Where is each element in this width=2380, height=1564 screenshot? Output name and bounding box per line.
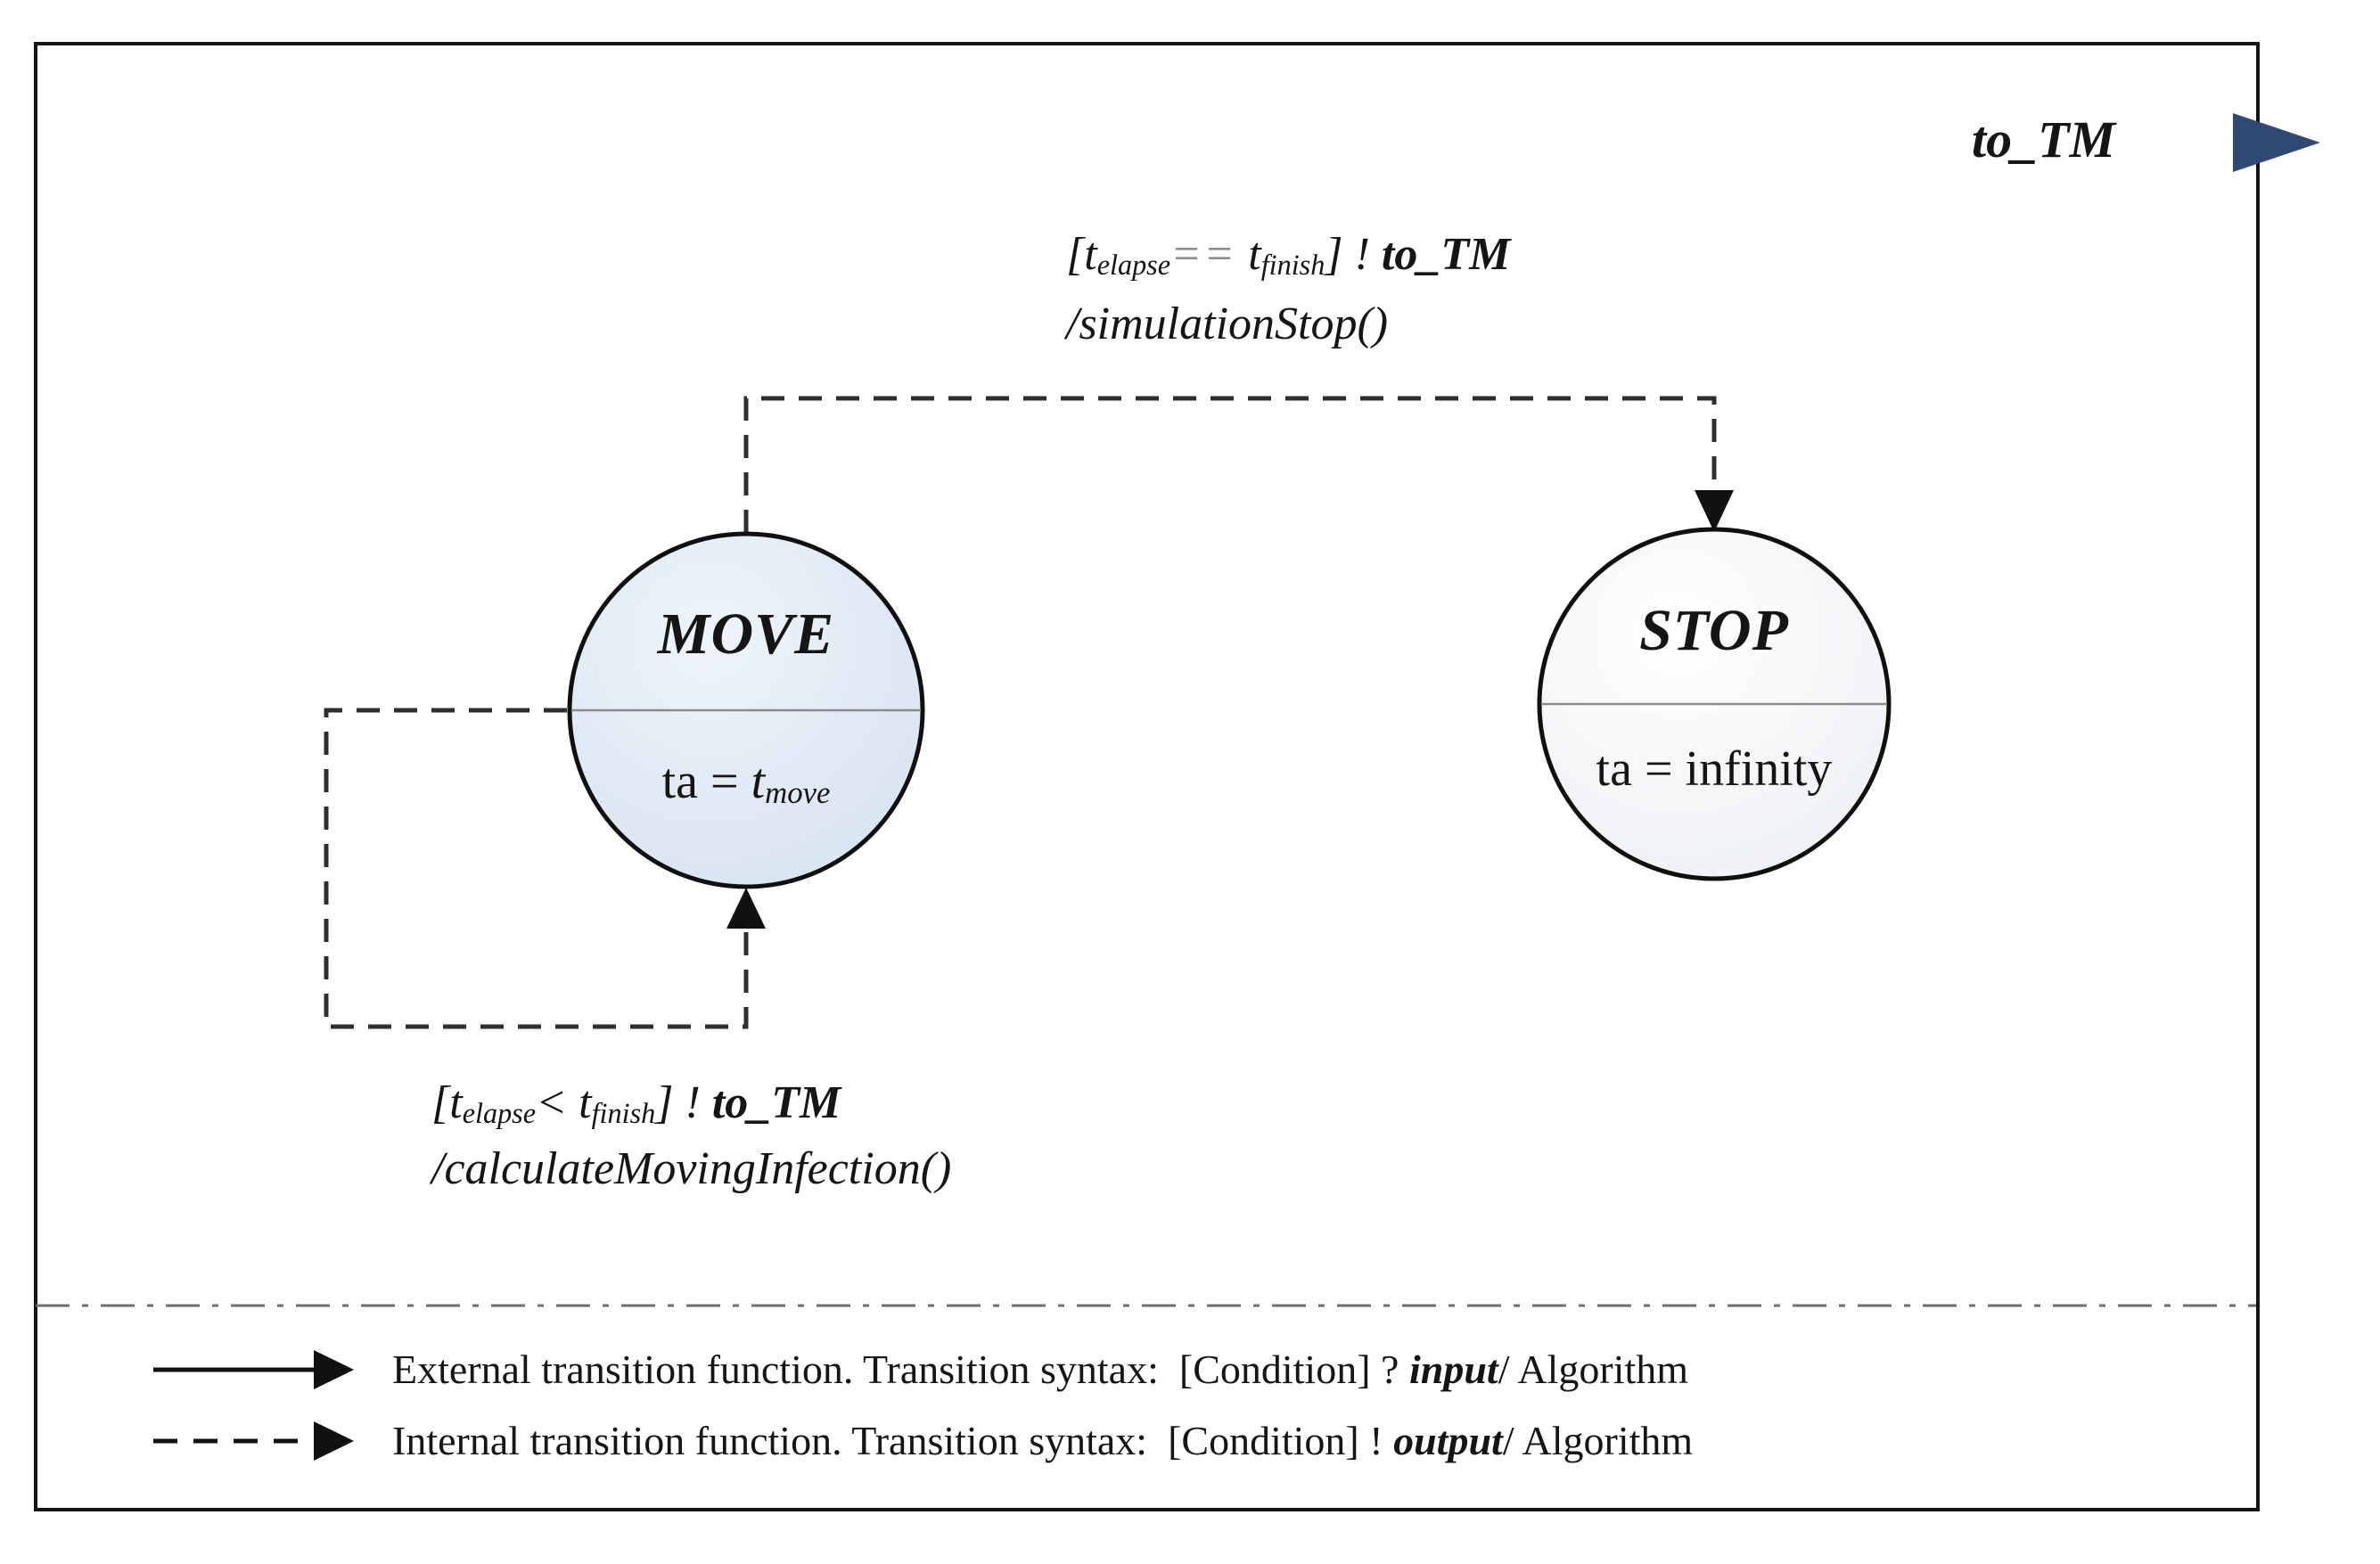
cond-close: ] ! xyxy=(1325,229,1382,280)
cond-operator: == xyxy=(1170,229,1237,280)
legend-internal-post: / Algorithm xyxy=(1502,1418,1694,1463)
transition-move-self-label-line1: [telapse< tfinish] ! to_TM xyxy=(431,1077,841,1129)
cond-open: [t xyxy=(1066,229,1097,280)
legend-external-text: External transition function. Transition… xyxy=(392,1347,1409,1392)
cond-mid: t xyxy=(1236,229,1261,280)
arrowhead-into-stop-icon xyxy=(1695,490,1734,532)
output-event: to_TM xyxy=(711,1077,841,1128)
model-boundary xyxy=(34,42,2260,1511)
output-port-arrow-icon xyxy=(2233,113,2320,172)
ta-prefix: ta = xyxy=(661,754,751,809)
cond-sub2: finish xyxy=(1260,248,1325,281)
legend-internal-emph: output xyxy=(1393,1418,1503,1463)
state-stop-name: STOP xyxy=(1639,598,1789,663)
cond-sub1: elapse xyxy=(1096,248,1171,281)
legend-row-external: External transition function. Transition… xyxy=(392,1349,1688,1390)
transition-move-to-stop-path xyxy=(743,396,1717,533)
internal-arrowhead-icon xyxy=(314,1421,354,1461)
legend-external-emph: input xyxy=(1408,1347,1498,1392)
transition-move-to-stop-label-line2: /simulationStop() xyxy=(1066,299,1389,349)
output-event: to_TM xyxy=(1381,229,1511,280)
state-stop-ta: ta = infinity xyxy=(1596,741,1833,797)
ta-variable: t xyxy=(751,754,766,809)
state-move-name: MOVE xyxy=(657,602,835,667)
cond-sub1: elapse xyxy=(462,1096,537,1129)
cond-open: [t xyxy=(431,1077,463,1128)
arrowhead-into-move-icon xyxy=(726,888,766,929)
transition-move-self-path xyxy=(324,708,749,1029)
cond-operator: < xyxy=(536,1077,568,1128)
cond-close: ] ! xyxy=(655,1077,712,1128)
legend-external-post: / Algorithm xyxy=(1498,1347,1689,1392)
legend-internal-text: Internal transition function. Transition… xyxy=(392,1418,1394,1463)
transition-move-to-stop-label-line1: [telapse== tfinish] ! to_TM xyxy=(1066,229,1511,281)
legend-row-internal: Internal transition function. Transition… xyxy=(392,1421,1693,1462)
transition-move-self-label-line2: /calculateMovingInfection() xyxy=(431,1143,952,1194)
ta-subscript: move xyxy=(765,775,831,811)
state-move-ta: ta = tmove xyxy=(559,754,933,811)
cond-mid: t xyxy=(567,1077,592,1128)
output-port-label: to_TM xyxy=(1972,111,2116,168)
external-arrowhead-icon xyxy=(314,1350,354,1389)
cond-sub2: finish xyxy=(591,1096,656,1129)
